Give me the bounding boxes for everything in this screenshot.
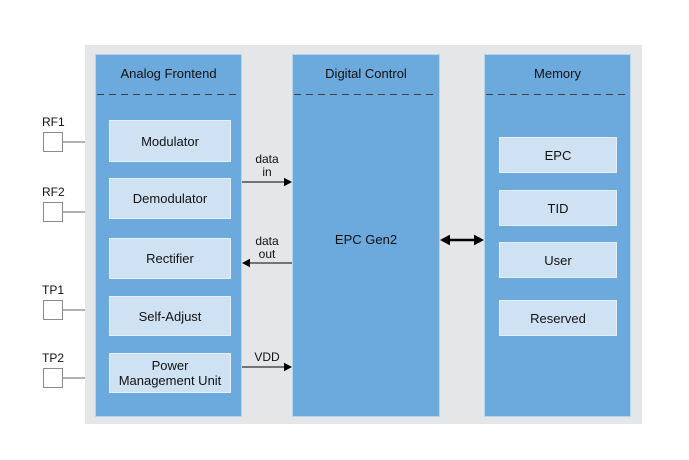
port-tp2-label: TP2 [42, 351, 65, 365]
block-user[interactable]: User [499, 242, 617, 278]
port-rf1-label: RF1 [42, 115, 65, 129]
digital-control-column[interactable]: Digital Control [292, 54, 440, 417]
port-tp1-label: TP1 [42, 283, 65, 297]
block-self-adjust-label: Self-Adjust [138, 308, 202, 324]
block-reserved-label: Reserved [530, 310, 586, 326]
port-tp1-square[interactable] [43, 300, 63, 320]
port-rf2-square[interactable] [43, 202, 63, 222]
block-reserved[interactable]: Reserved [499, 300, 617, 336]
block-tid[interactable]: TID [499, 190, 617, 226]
analog-frontend-title: Analog Frontend [120, 66, 217, 81]
port-rf1-square[interactable] [43, 132, 63, 152]
data-out-label: data out [255, 234, 279, 261]
block-power-management-unit-label: Power Management Unit [118, 358, 222, 388]
port-tp2-square[interactable] [43, 368, 63, 388]
block-rectifier[interactable]: Rectifier [109, 238, 231, 279]
block-epc-label: EPC [544, 147, 572, 163]
block-modulator-label: Modulator [141, 133, 199, 149]
epc-gen2-label: EPC Gen2 [334, 232, 398, 247]
port-rf2-label: RF2 [42, 185, 65, 199]
block-epc[interactable]: EPC [499, 137, 617, 173]
block-demodulator[interactable]: Demodulator [109, 178, 231, 219]
vdd-label: VDD [254, 350, 280, 364]
block-self-adjust[interactable]: Self-Adjust [109, 296, 231, 336]
block-power-management-unit[interactable]: Power Management Unit [109, 353, 231, 393]
block-modulator[interactable]: Modulator [109, 120, 231, 162]
data-in-label: data in [255, 152, 279, 179]
memory-title: Memory [534, 66, 581, 81]
block-tid-label: TID [547, 200, 569, 216]
memory-column[interactable]: Memory [484, 54, 631, 417]
block-user-label: User [544, 252, 572, 268]
digital-control-title: Digital Control [325, 66, 407, 81]
block-demodulator-label: Demodulator [132, 191, 208, 206]
block-rectifier-label: Rectifier [146, 251, 194, 266]
